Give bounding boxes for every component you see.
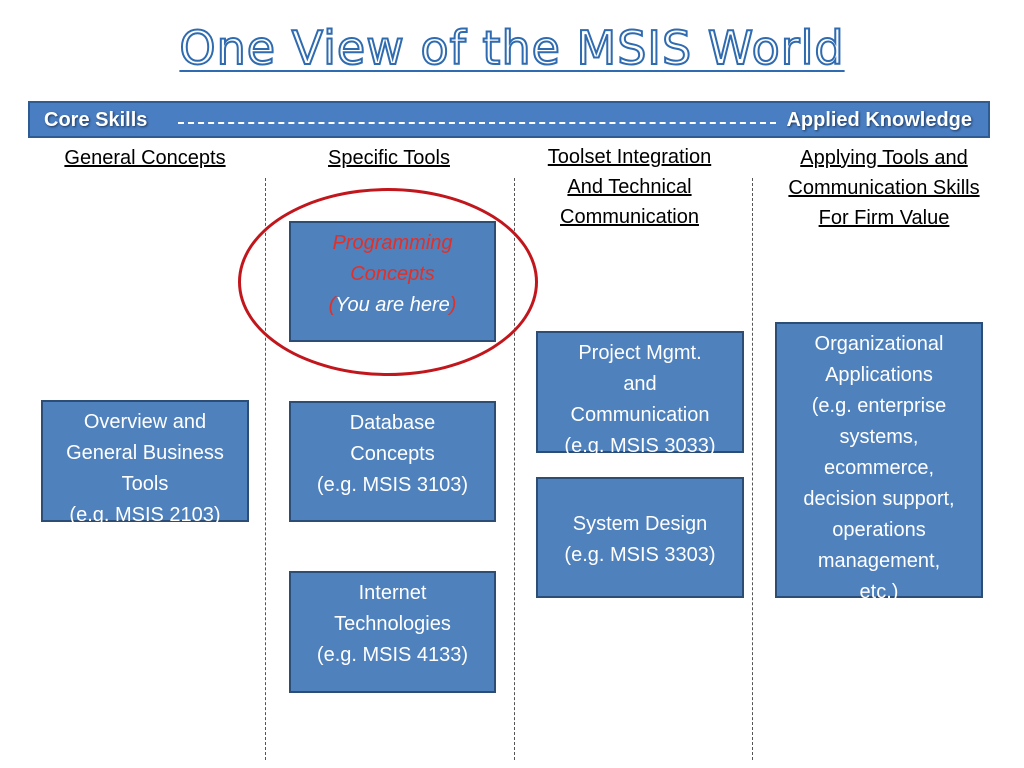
overview-general-business-tools-box: Overview and General Business Tools (e.g… [41,400,249,526]
project-management-box: Project Mgmt. and Communication (e.g. MS… [536,331,744,457]
box-line: Technologies [334,613,451,635]
box-line: Database [349,412,436,434]
column-heading-specific-tools: Specific Tools [280,143,498,173]
box-line: (e.g. MSIS 2103) [69,504,221,526]
box-line: Internet [358,582,427,604]
box-line: Tools [121,473,169,495]
box-line: operations [832,519,926,541]
applied-knowledge-label: Applied Knowledge [786,109,972,131]
box-line: Organizational [814,333,944,355]
internet-technologies-box: Internet Technologies (e.g. MSIS 4133) [289,571,496,693]
column-heading-general-concepts: General Concepts [30,143,260,173]
database-concepts-box: Database Concepts (e.g. MSIS 3103) [289,401,496,522]
column-heading-toolset-integration: Toolset Integration And Technical Commun… [522,142,737,232]
box-line: and [623,373,657,395]
box-line: decision support, [803,488,955,510]
box-line: Project Mgmt. [578,342,702,364]
column-heading-line: Applying Tools and [800,147,968,169]
core-skills-label: Core Skills [44,109,148,131]
box-line: management, [817,550,941,572]
box-line: etc.) [859,581,899,603]
column-divider [514,178,515,760]
box-line: Communication [570,404,710,426]
box-line: (e.g. enterprise [811,395,947,417]
box-line: (e.g. MSIS 3303) [564,544,716,566]
box-line: System Design [572,513,708,535]
column-heading-line: Specific Tools [328,147,450,169]
column-heading-applying-tools: Applying Tools and Communication Skills … [764,143,1004,233]
skills-spectrum-banner: Core Skills Applied Knowledge [28,101,990,138]
column-divider [752,178,753,760]
spectrum-dashed-line [178,122,776,124]
column-heading-line: For Firm Value [818,207,950,229]
box-line: ecommerce, [823,457,935,479]
box-line: (e.g. MSIS 4133) [316,644,469,666]
box-line: General Business [66,442,224,464]
system-design-box: System Design (e.g. MSIS 3303) [536,477,744,598]
current-topic-highlight-ellipse [238,188,538,376]
box-line: systems, [839,426,919,448]
box-line: (e.g. MSIS 3033) [564,435,716,457]
page-title: One View of the MSIS World [178,20,845,76]
column-heading-line: Communication Skills [788,177,980,199]
column-divider [265,178,266,760]
box-line: Concepts [350,443,435,465]
column-heading-line: General Concepts [64,147,226,169]
column-heading-line: And Technical [567,176,692,198]
column-heading-line: Toolset Integration [547,146,712,168]
organizational-applications-box: Organizational Applications (e.g. enterp… [775,322,983,603]
box-line: (e.g. MSIS 3103) [316,474,469,496]
box-line: Overview and [83,411,207,433]
box-line: Applications [825,364,933,386]
column-heading-line: Communication [560,206,699,228]
